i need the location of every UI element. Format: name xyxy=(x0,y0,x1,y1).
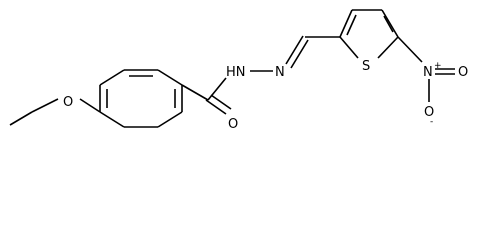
carbonyl-oxygen-label: O xyxy=(228,117,238,132)
thiophene-c2-c3-bond xyxy=(339,9,353,38)
thiophene-sulfur-label: S xyxy=(362,59,370,74)
thiophene-nitro-bond xyxy=(397,36,423,63)
benzene-bond-2 xyxy=(99,69,125,86)
nitro-oxygen-bottom-label: O xyxy=(424,105,434,120)
imine-double-bond xyxy=(285,35,309,69)
thiophene-ring xyxy=(339,9,399,59)
carbonyl-group xyxy=(181,77,232,115)
carbonyl-double-bond-a xyxy=(205,99,227,115)
benzene-bond-6 xyxy=(157,111,183,128)
nitro-oxygen-charge: - xyxy=(430,117,433,127)
ethoxy-group xyxy=(9,98,101,126)
aryl-carbonyl-bond xyxy=(181,84,209,101)
molecule-structure-diagram: O O HN N xyxy=(9,9,468,132)
ether-oxygen-label: O xyxy=(63,95,73,110)
nitro-double-bond xyxy=(435,68,455,75)
thiophene-inner-bond-2 xyxy=(383,15,394,33)
nitro-nitrogen-charge: + xyxy=(434,61,442,71)
imine-bond-b xyxy=(290,39,309,69)
benzene-bond-4 xyxy=(157,69,183,86)
carbonyl-nh-bond xyxy=(207,77,227,101)
nitro-nitrogen-label: N xyxy=(423,65,433,80)
ethyl-ch2-o-bond xyxy=(31,98,59,113)
thiophene-s-c2-bond xyxy=(339,36,359,59)
thiophene-inner-bond-1 xyxy=(346,14,357,36)
imine-bond-a xyxy=(285,35,304,65)
nitro-oxygen-top-label: O xyxy=(458,65,468,80)
imine-nitrogen-label: N xyxy=(275,65,285,80)
benzene-bond-8 xyxy=(99,111,125,128)
hydrazide-nh-label: HN xyxy=(226,65,246,80)
carbonyl-double-bond-b xyxy=(210,94,232,110)
thiophene-c4-c5-bond xyxy=(381,9,399,38)
o-aryl-bond xyxy=(79,98,101,113)
thiophene-c5-s-bond xyxy=(377,36,399,59)
benzene-ring xyxy=(99,69,183,128)
ethyl-ch3-bond xyxy=(9,111,33,126)
